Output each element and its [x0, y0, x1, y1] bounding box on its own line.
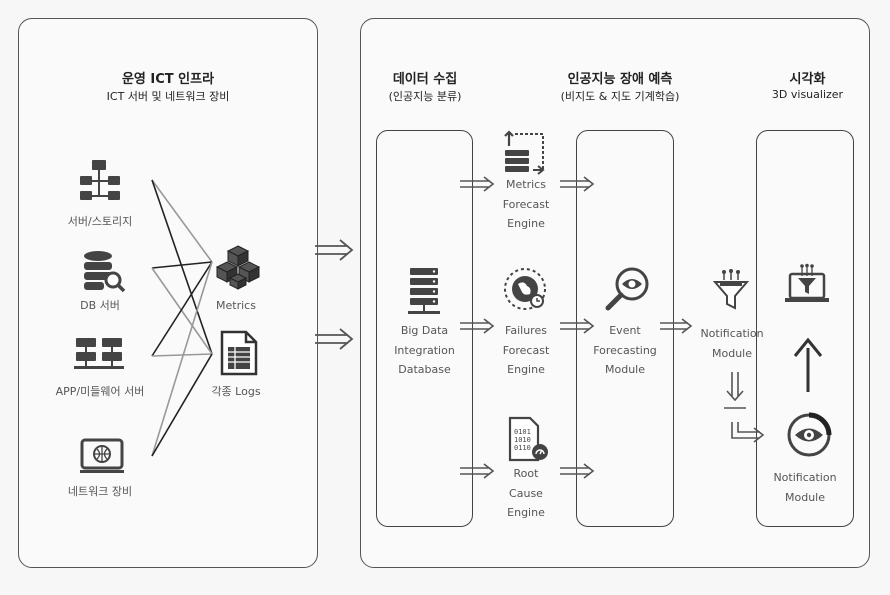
eye-gauge-icon [787, 412, 832, 457]
visualizer-column [756, 130, 854, 527]
laptop-funnel-icon [785, 263, 829, 302]
db-server-icon [84, 251, 126, 293]
root-engine-line-1: Root [513, 467, 539, 480]
database-stack-icon [408, 268, 440, 314]
stage-visualize-title: 시각화 [789, 72, 826, 87]
notification-vis-line-1: Notification [773, 471, 837, 484]
event-module-line-1: Event [609, 324, 641, 337]
stage-collection-subtitle: (인공지능 분류) [388, 90, 462, 103]
network-device-icon [80, 438, 124, 473]
notification-mid-label: Notification Module [690, 324, 774, 363]
magnifier-eye-icon [605, 267, 649, 311]
metrics-forecast-icon [504, 130, 545, 175]
infra-subtitle: ICT 서버 및 네트워크 장비 [106, 90, 230, 103]
flow-arrows [460, 176, 765, 479]
root-cause-icon: 0101 1010 0110 [508, 416, 548, 462]
root-engine-label: Root Cause Engine [486, 464, 566, 523]
notification-mid-line-1: Notification [700, 327, 764, 340]
failures-engine-label: Failures Forecast Engine [486, 321, 566, 380]
svg-text:0110: 0110 [514, 444, 531, 452]
up-arrow [793, 337, 823, 392]
metrics-engine-label: Metrics Forecast Engine [486, 175, 566, 234]
infra-title: 운영 ICT 인프라 [121, 72, 215, 87]
stage-collection-title: 데이터 수집 [392, 72, 458, 87]
panel-transfer-arrows [315, 239, 354, 350]
funnel-icon [712, 269, 750, 310]
infrastructure-panel [18, 18, 318, 568]
metrics-engine-line-2: Forecast [502, 197, 550, 211]
source-label-app: APP/미들웨어 서버 [55, 385, 145, 398]
pipeline-panel [360, 18, 870, 568]
output-label-metrics: Metrics [216, 299, 256, 312]
failures-engine-line-3: Engine [507, 363, 545, 376]
database-label: Big Data Integration Database [376, 321, 473, 380]
source-to-output-lines [151, 179, 213, 457]
database-line-2: Integration [394, 343, 455, 357]
source-label-server: 서버/스토리지 [67, 215, 133, 228]
stage-visualize-subtitle: 3D visualizer [771, 88, 844, 101]
metrics-engine-line-3: Engine [507, 217, 545, 230]
root-engine-line-2: Cause [509, 486, 543, 500]
event-module-line-2: Forecasting [593, 343, 657, 357]
event-module-label: Event Forecasting Module [576, 321, 674, 380]
notification-vis-label: Notification Module [756, 468, 854, 507]
server-storage-icon [80, 160, 120, 200]
output-label-logs: 각종 Logs [211, 385, 261, 398]
failures-forecast-icon [504, 268, 546, 310]
event-module-line-3: Module [605, 363, 645, 376]
metrics-cubes-icon [215, 245, 261, 290]
metrics-engine-line-1: Metrics [506, 178, 546, 191]
source-label-network: 네트워크 장비 [67, 485, 133, 498]
stage-forecast-subtitle: (비지도 & 지도 기계학습) [560, 90, 680, 103]
failures-engine-line-1: Failures [505, 324, 547, 337]
logs-document-icon [220, 330, 258, 376]
app-middleware-icon [74, 338, 124, 369]
failures-engine-line-2: Forecast [502, 343, 550, 357]
svg-text:0101: 0101 [514, 428, 531, 436]
stage-forecast-title: 인공지능 장애 예측 [567, 72, 673, 87]
root-engine-line-3: Engine [507, 506, 545, 519]
notification-mid-line-2: Module [712, 346, 752, 360]
database-line-3: Database [398, 363, 451, 376]
svg-text:1010: 1010 [514, 436, 531, 444]
database-line-1: Big Data [400, 324, 449, 337]
notification-vis-line-2: Module [785, 490, 825, 504]
source-label-db: DB 서버 [80, 299, 120, 312]
